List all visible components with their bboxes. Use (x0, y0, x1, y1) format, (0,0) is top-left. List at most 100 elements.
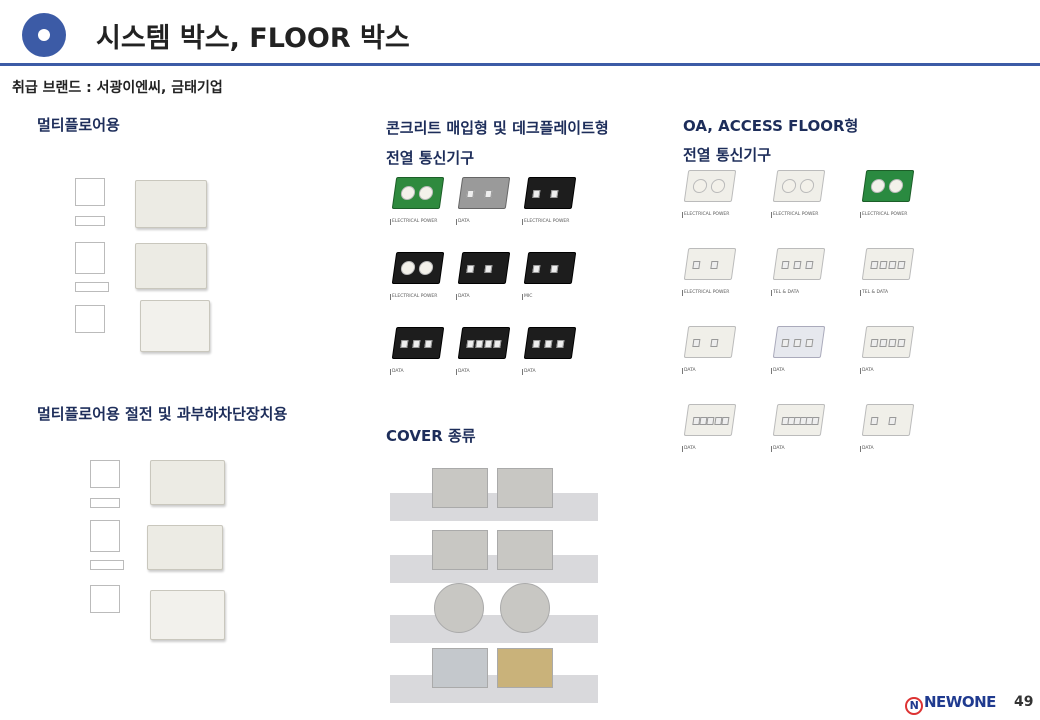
port-icon (692, 339, 701, 347)
product-image (861, 170, 915, 202)
product-caption: DATA (682, 446, 696, 452)
socket-icon (400, 186, 416, 200)
product-item: DATA (858, 324, 918, 392)
product-image (523, 252, 577, 284)
title-divider (0, 63, 1040, 66)
product-image (457, 327, 511, 359)
round-cover-image (434, 583, 484, 633)
section-multi-breaker-heading: 멀티플로어용 절전 및 과부하차단장치용 (37, 405, 288, 423)
product-caption: TEL & DATA (771, 290, 800, 296)
product-caption: DATA (456, 294, 470, 300)
product-item: DATA (858, 402, 918, 470)
port-icon (805, 261, 814, 269)
socket-icon (418, 261, 434, 275)
product-caption: ELECTRICAL POWER (860, 212, 908, 218)
page-title: 시스템 박스, FLOOR 박스 (96, 23, 410, 54)
port-icon (870, 417, 879, 425)
product-item: DATA (769, 402, 829, 470)
product-caption: DATA (456, 219, 470, 225)
port-icon (721, 417, 730, 425)
cover-row (390, 555, 598, 583)
port-icon (793, 339, 802, 347)
port-icon (811, 417, 820, 425)
product-caption: ELECTRICAL POWER (682, 212, 730, 218)
cover-image (432, 530, 488, 570)
socket-icon (870, 179, 886, 193)
port-icon (781, 261, 790, 269)
product-image (391, 177, 445, 209)
port-icon (400, 340, 409, 348)
product-image (861, 404, 915, 436)
product-caption: DATA (860, 368, 874, 374)
cover-image (497, 468, 553, 508)
product-item: MIC (520, 250, 580, 318)
cover-image (432, 648, 488, 688)
socket-icon (400, 261, 416, 275)
brass-cover-image (497, 648, 553, 688)
product-image (683, 170, 737, 202)
port-icon (466, 340, 475, 348)
port-icon (466, 190, 475, 198)
port-icon (805, 339, 814, 347)
port-icon (532, 340, 541, 348)
product-item: ELECTRICAL POWER (388, 250, 448, 318)
socket-icon (781, 179, 797, 193)
product-image (772, 404, 826, 436)
product-caption: ELECTRICAL POWER (390, 294, 438, 300)
product-caption: ELECTRICAL POWER (390, 219, 438, 225)
port-icon (879, 261, 888, 269)
product-caption: DATA (456, 369, 470, 375)
title-bullet-icon (22, 13, 66, 57)
port-icon (692, 261, 701, 269)
socket-icon (888, 179, 904, 193)
product-image (772, 170, 826, 202)
port-icon (870, 339, 879, 347)
product-item: DATA (520, 325, 580, 393)
section-concrete-subheading: 전열 통신기구 (386, 149, 475, 167)
product-caption: DATA (390, 369, 404, 375)
port-icon (466, 265, 475, 273)
product-item: TEL & DATA (858, 246, 918, 314)
multi-floor-breaker-diagram (85, 430, 235, 645)
product-caption: ELECTRICAL POWER (682, 290, 730, 296)
product-caption: DATA (860, 446, 874, 452)
port-icon (888, 261, 897, 269)
section-cover-heading: COVER 종류 (386, 427, 476, 445)
port-icon (475, 340, 484, 348)
product-image (861, 248, 915, 280)
brand-list: 취급 브랜드 : 서광이엔씨, 금태기업 (12, 80, 223, 96)
product-image (391, 327, 445, 359)
product-image (457, 177, 511, 209)
cover-row (390, 493, 598, 521)
product-caption: DATA (682, 368, 696, 374)
product-item: DATA (454, 175, 514, 243)
socket-icon (799, 179, 815, 193)
section-oa-subheading: 전열 통신기구 (683, 146, 772, 164)
product-item: DATA (680, 324, 740, 392)
socket-icon (710, 179, 726, 193)
product-image (391, 252, 445, 284)
product-image (683, 326, 737, 358)
socket-icon (418, 186, 434, 200)
port-icon (550, 190, 559, 198)
product-item: DATA (769, 324, 829, 392)
port-icon (888, 339, 897, 347)
section-concrete-heading: 콘크리트 매입형 및 데크플레이트형 (386, 119, 609, 137)
port-icon (897, 261, 906, 269)
product-caption: ELECTRICAL POWER (771, 212, 819, 218)
product-caption: DATA (771, 368, 785, 374)
product-item: ELECTRICAL POWER (388, 175, 448, 243)
product-image (772, 326, 826, 358)
product-image (772, 248, 826, 280)
product-item: TEL & DATA (769, 246, 829, 314)
product-image (861, 326, 915, 358)
product-item: DATA (680, 402, 740, 470)
port-icon (793, 261, 802, 269)
product-image (457, 252, 511, 284)
product-caption: TEL & DATA (860, 290, 889, 296)
product-caption: DATA (522, 369, 536, 375)
cover-image (497, 530, 553, 570)
port-icon (781, 339, 790, 347)
